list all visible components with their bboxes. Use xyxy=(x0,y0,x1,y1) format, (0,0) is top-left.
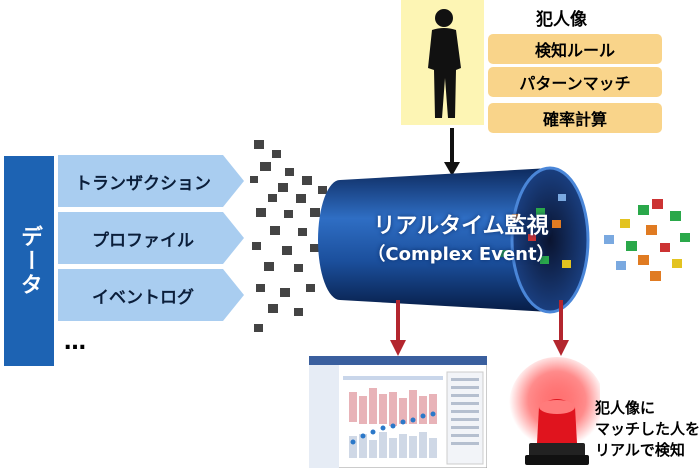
tube-title: リアルタイム監視 xyxy=(373,214,549,239)
alert-line: マッチした人を xyxy=(595,420,700,438)
rule-probability: 確率計算 xyxy=(488,103,662,133)
arrow-shape-icon xyxy=(58,155,244,207)
source-transaction: トランザクション xyxy=(58,155,246,207)
alert-arrow-icon xyxy=(553,300,569,356)
dashboard-arrow-icon xyxy=(390,300,406,356)
down-arrow-icon xyxy=(444,128,460,176)
criminal-profile-panel xyxy=(401,0,484,125)
source-eventlog: イベントログ xyxy=(58,269,246,321)
source-label: イベントログ xyxy=(92,287,194,308)
alert-line: 犯人像に xyxy=(595,399,656,417)
realtime-monitoring-tube xyxy=(318,166,590,314)
person-silhouette-icon xyxy=(428,9,461,118)
alert-line: リアルで検知 xyxy=(595,441,685,459)
outgoing-data-cubes xyxy=(604,199,690,281)
source-profile: プロファイル xyxy=(58,212,246,264)
tube-subtitle: （Complex Event） xyxy=(367,244,555,265)
data-label: データ xyxy=(17,225,42,297)
arrow-shape-icon xyxy=(58,269,244,321)
source-label: プロファイル xyxy=(92,230,194,251)
more-sources-ellipsis: … xyxy=(64,330,88,355)
arrow-shape-icon xyxy=(58,212,244,264)
monitoring-dashboard-thumbnail xyxy=(309,356,487,468)
profile-title: 犯人像 xyxy=(536,10,587,30)
data-label-bar: データ xyxy=(4,156,54,366)
rule-detection: 検知ルール xyxy=(488,34,662,64)
rule-pattern-match: パターンマッチ xyxy=(488,67,662,97)
alert-caption: 犯人像に マッチした人を リアルで検知 xyxy=(595,398,700,461)
source-label: トランザクション xyxy=(75,173,211,194)
alarm-siren-icon xyxy=(509,357,600,465)
